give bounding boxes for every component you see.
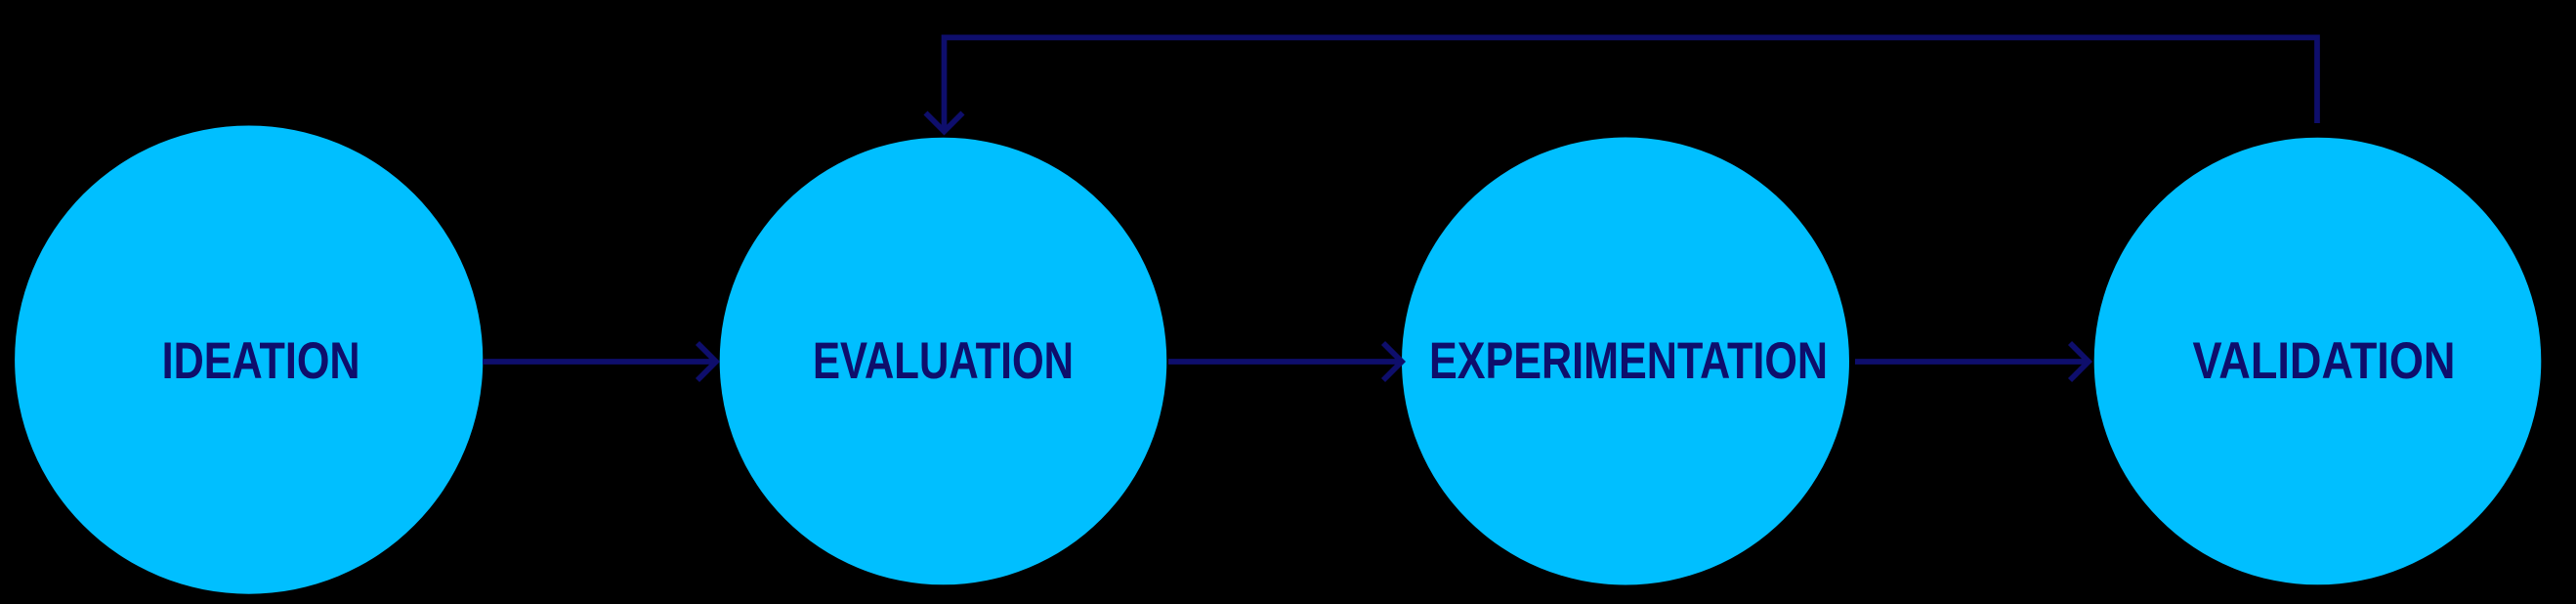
svg-text:IDEATION: IDEATION [162, 332, 360, 390]
svg-text:EXPERIMENTATION: EXPERIMENTATION [1429, 332, 1828, 390]
svg-text:VALIDATION: VALIDATION [2193, 332, 2456, 390]
svg-text:EVALUATION: EVALUATION [813, 332, 1074, 390]
